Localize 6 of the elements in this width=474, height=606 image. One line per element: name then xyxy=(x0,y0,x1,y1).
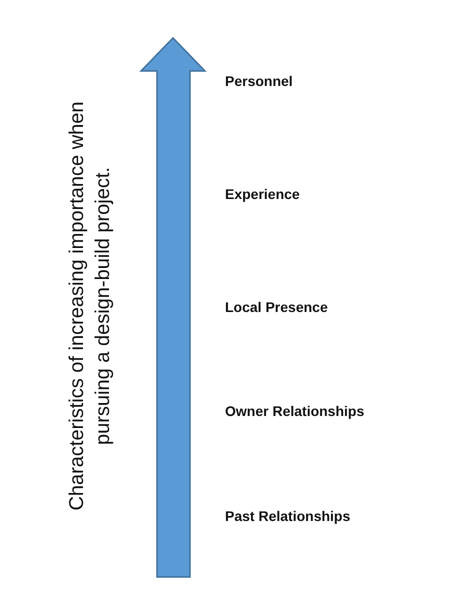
characteristic-label: Local Presence xyxy=(225,298,328,316)
characteristic-label: Owner Relationships xyxy=(225,402,364,420)
characteristic-label: Past Relationships xyxy=(225,507,350,525)
axis-caption: Characteristics of increasing importance when pursuing a design-build project. xyxy=(65,100,115,513)
characteristic-label: Personnel xyxy=(225,72,293,90)
characteristic-label: Experience xyxy=(225,185,300,203)
